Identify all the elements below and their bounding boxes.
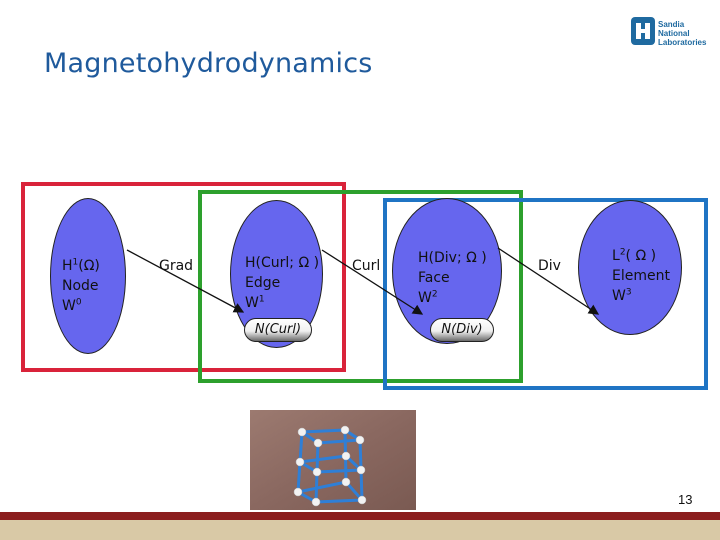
- node-line1: H1(Ω): [62, 257, 100, 274]
- page-number: 13: [678, 492, 693, 507]
- face-line1: H(Div; Ω ): [418, 250, 487, 266]
- sandia-logo: Sandia National Laboratories: [630, 16, 712, 52]
- cube-model-photo: [250, 410, 416, 510]
- edge-label: H(Curl; Ω ) Edge W1: [245, 253, 319, 313]
- edge-line1: H(Curl; Ω ): [245, 255, 320, 271]
- element-line1: L2( Ω ): [612, 247, 657, 264]
- node-label: H1(Ω) Node W0: [62, 256, 100, 316]
- node-ellipse: [50, 198, 126, 354]
- div-label: Div: [538, 258, 561, 274]
- logo-text: Sandia National Laboratories: [658, 20, 707, 47]
- grad-label: Grad: [159, 258, 194, 274]
- element-label: L2( Ω ) Element W3: [612, 246, 670, 306]
- element-line3: W3: [612, 287, 632, 304]
- n-curl-pill: N(Curl): [244, 318, 312, 342]
- page-title: Magnetohydrodynamics: [44, 48, 373, 79]
- edge-line2: Edge: [245, 275, 281, 291]
- face-line2: Face: [418, 270, 450, 286]
- face-line3: W2: [418, 289, 438, 306]
- curl-label: Curl: [352, 258, 381, 274]
- element-line2: Element: [612, 268, 670, 284]
- node-line3: W0: [62, 297, 82, 314]
- sandia-thunderbird-icon: [631, 17, 655, 45]
- edge-line3: W1: [245, 294, 265, 311]
- face-label: H(Div; Ω ) Face W2: [418, 248, 487, 308]
- node-line2: Node: [62, 278, 99, 294]
- footer-bar-light: [0, 520, 720, 540]
- n-div-pill: N(Div): [430, 318, 494, 342]
- footer-bar-dark: [0, 512, 720, 520]
